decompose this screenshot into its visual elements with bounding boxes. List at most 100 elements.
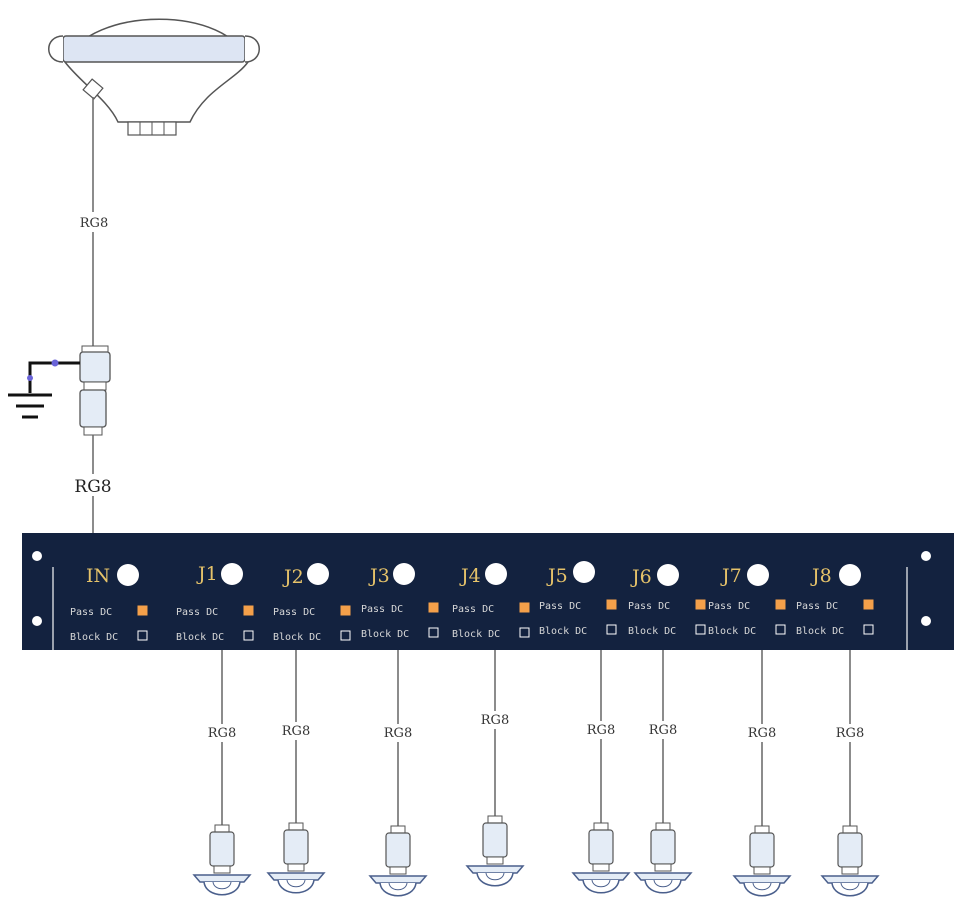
output-cable-label: RG8: [836, 726, 864, 741]
pass-dc-label: Pass DC: [539, 601, 581, 612]
surge-protector-icon: [79, 345, 111, 436]
pass-dc-label: Pass DC: [273, 607, 315, 618]
gps-receiver-icon: [266, 822, 326, 894]
splitter-panel: [22, 533, 954, 650]
port-label: IN: [86, 565, 110, 587]
output-cable-label: RG8: [384, 726, 412, 741]
port-label: J2: [282, 566, 304, 588]
port-label: J6: [630, 566, 652, 588]
pass-dc-indicator[interactable]: [606, 599, 617, 610]
output-cable-j8: RG8: [820, 650, 880, 897]
pass-dc-label: Pass DC: [452, 604, 494, 615]
gps-receiver-icon: [732, 825, 792, 897]
port-in: IN Pass DC Block DC: [70, 564, 148, 643]
block-dc-checkbox[interactable]: [137, 630, 148, 641]
block-dc-checkbox[interactable]: [606, 624, 617, 635]
gps-receiver-icon: [571, 822, 631, 894]
pass-dc-label: Pass DC: [628, 601, 670, 612]
block-dc-checkbox[interactable]: [775, 624, 786, 635]
pass-dc-indicator[interactable]: [775, 599, 786, 610]
output-cable-label: RG8: [282, 724, 310, 739]
port-jack-icon[interactable]: [839, 564, 861, 586]
port-jack-icon[interactable]: [573, 561, 595, 583]
mount-hole: [32, 616, 42, 626]
splitter-body: [22, 533, 954, 650]
gps-receiver-icon: [465, 815, 525, 887]
gps-antenna-icon: [48, 18, 260, 136]
port-label: J1: [196, 563, 218, 585]
output-cable-j4: RG8: [465, 650, 525, 887]
block-dc-checkbox[interactable]: [863, 624, 874, 635]
pass-dc-indicator[interactable]: [243, 605, 254, 616]
output-cable-j6: RG8: [633, 650, 693, 894]
pass-dc-label: Pass DC: [361, 604, 403, 615]
port-jack-icon[interactable]: [117, 564, 139, 586]
pass-dc-indicator[interactable]: [519, 602, 530, 613]
pass-dc-indicator[interactable]: [428, 602, 439, 613]
pass-dc-indicator[interactable]: [863, 599, 874, 610]
mount-hole: [921, 616, 931, 626]
block-dc-checkbox[interactable]: [695, 624, 706, 635]
antenna-cable-label: RG8: [80, 216, 108, 231]
block-dc-label: Block DC: [539, 626, 587, 637]
block-dc-label: Block DC: [452, 629, 500, 640]
mount-hole: [32, 551, 42, 561]
output-cable-j7: RG8: [732, 650, 792, 897]
block-dc-checkbox[interactable]: [519, 627, 530, 638]
output-cable-label: RG8: [208, 726, 236, 741]
output-cable-label: RG8: [748, 726, 776, 741]
port-jack-icon[interactable]: [657, 564, 679, 586]
block-dc-checkbox[interactable]: [428, 627, 439, 638]
block-dc-checkbox[interactable]: [243, 630, 254, 641]
pass-dc-label: Pass DC: [176, 607, 218, 618]
pass-dc-label: Pass DC: [70, 607, 112, 618]
pass-dc-label: Pass DC: [796, 601, 838, 612]
block-dc-label: Block DC: [273, 632, 321, 643]
gps-receiver-icon: [633, 822, 693, 894]
port-label: J4: [459, 565, 481, 587]
output-cable-label: RG8: [649, 723, 677, 738]
port-jack-icon[interactable]: [393, 563, 415, 585]
gps-receiver-icon: [368, 825, 428, 897]
port-label: J3: [368, 565, 390, 587]
port-label: J5: [546, 565, 568, 587]
block-dc-checkbox[interactable]: [340, 630, 351, 641]
block-dc-label: Block DC: [361, 629, 409, 640]
output-cable-label: RG8: [587, 723, 615, 738]
port-jack-icon[interactable]: [221, 563, 243, 585]
output-cable-j2: RG8: [266, 650, 326, 894]
port-label: J7: [720, 565, 742, 587]
pass-dc-indicator[interactable]: [340, 605, 351, 616]
block-dc-label: Block DC: [176, 632, 224, 643]
pass-dc-indicator[interactable]: [695, 599, 706, 610]
port-jack-icon[interactable]: [485, 563, 507, 585]
port-jack-icon[interactable]: [747, 564, 769, 586]
mount-hole: [921, 551, 931, 561]
gps-receiver-icon: [820, 825, 880, 897]
output-cable-label: RG8: [481, 713, 509, 728]
pass-dc-indicator[interactable]: [137, 605, 148, 616]
block-dc-label: Block DC: [708, 626, 756, 637]
output-cable-j3: RG8: [368, 650, 428, 897]
port-jack-icon[interactable]: [307, 563, 329, 585]
pass-dc-label: Pass DC: [708, 601, 750, 612]
block-dc-label: Block DC: [628, 626, 676, 637]
splitter-input-cable-label: RG8: [74, 477, 111, 497]
block-dc-label: Block DC: [796, 626, 844, 637]
output-cable-j5: RG8: [571, 650, 631, 894]
gps-receiver-icon: [192, 824, 252, 896]
block-dc-label: Block DC: [70, 632, 118, 643]
ground-icon: [8, 359, 80, 419]
output-cable-j1: RG8: [192, 650, 252, 896]
